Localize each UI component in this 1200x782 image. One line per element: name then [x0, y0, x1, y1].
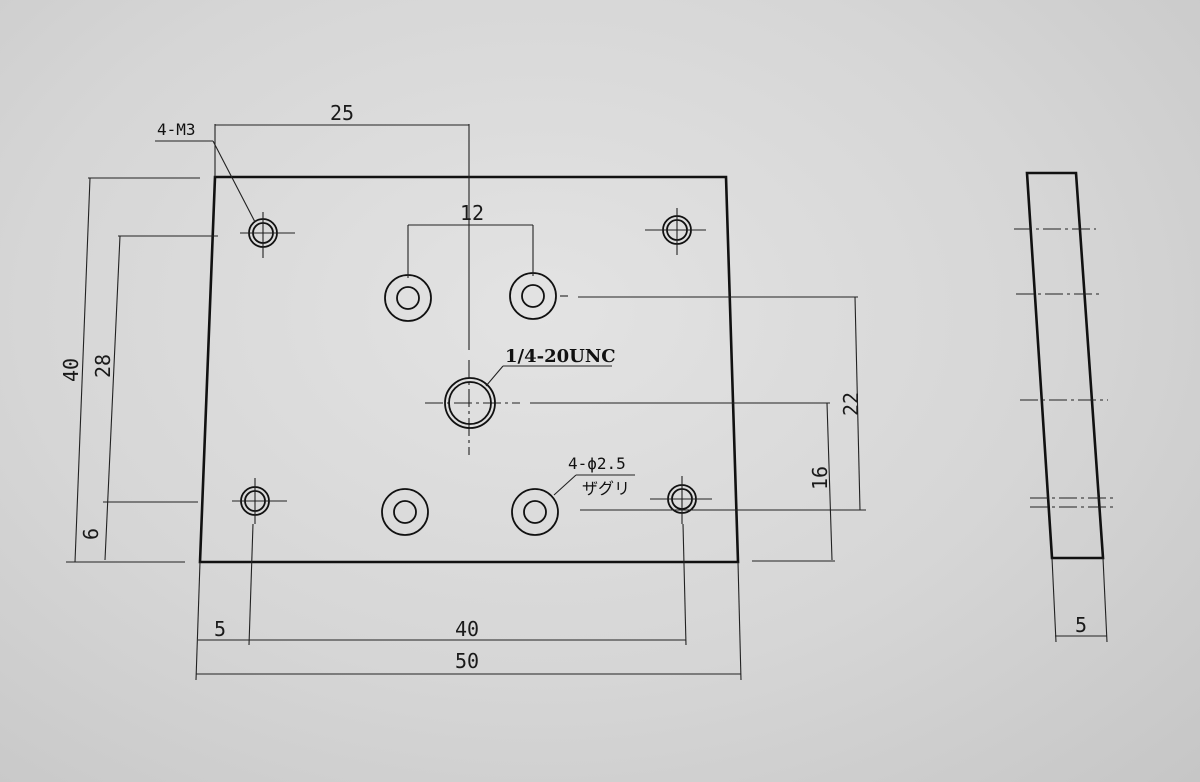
center-threaded-hole	[444, 377, 496, 429]
counterbore-hole-bottom-left	[381, 488, 429, 536]
counterbore-hole-bottom-right	[511, 488, 559, 536]
m3-hole-bottom-right	[650, 476, 712, 524]
dim-25: 25	[214, 101, 469, 177]
m3-hole-top-right	[645, 208, 706, 255]
m3-hole-top-left	[240, 212, 295, 258]
callout-counterbore: 4-ϕ2.5 ザグリ	[553, 454, 635, 498]
callout-counterbore-line2: ザグリ	[582, 479, 630, 498]
front-view: 25 12 4-M3 1/4-20UNC 4-ϕ2.5 ザグリ	[59, 101, 866, 681]
dim-40-vertical-label: 40	[59, 358, 83, 382]
dim-side-5-label: 5	[1075, 613, 1087, 637]
callout-counterbore-line1: 4-ϕ2.5	[568, 454, 626, 473]
dim-side-thickness: 5	[1051, 557, 1108, 643]
dim-6-vertical-label: 6	[79, 528, 103, 540]
side-view: 5	[1014, 171, 1115, 643]
dim-5-horizontal-label: 5	[214, 617, 226, 641]
dim-25-label: 25	[330, 101, 354, 125]
side-plate-outline	[1025, 171, 1105, 560]
m3-hole-bottom-left	[232, 478, 287, 524]
dim-16-vertical-label: 16	[808, 466, 832, 490]
dim-50-horizontal-label: 50	[455, 649, 479, 673]
dim-22-vertical-label: 22	[839, 392, 863, 416]
dim-6-vertical: 6	[79, 528, 103, 540]
dim-bottom: 5 40 50	[195, 523, 742, 681]
dim-22-vertical: 22	[578, 296, 866, 511]
callout-unc-label: 1/4-20UNC	[505, 346, 616, 367]
dim-12-label: 12	[460, 201, 484, 225]
dim-40-horizontal-label: 40	[455, 617, 479, 641]
dim-12: 12	[408, 201, 533, 226]
counterbore-hole-top-left	[384, 225, 432, 322]
dim-28-vertical: 28	[91, 235, 218, 561]
callout-m3-label: 4-M3	[157, 120, 196, 139]
center-threaded-hole-inner	[448, 381, 492, 425]
counterbore-hole-top-right	[509, 225, 568, 320]
callout-m3: 4-M3	[155, 120, 256, 223]
dim-40-vertical: 40	[59, 177, 200, 563]
callout-unc: 1/4-20UNC	[485, 346, 616, 387]
dim-16-vertical: 16	[530, 402, 835, 562]
dim-28-vertical-label: 28	[91, 354, 115, 378]
